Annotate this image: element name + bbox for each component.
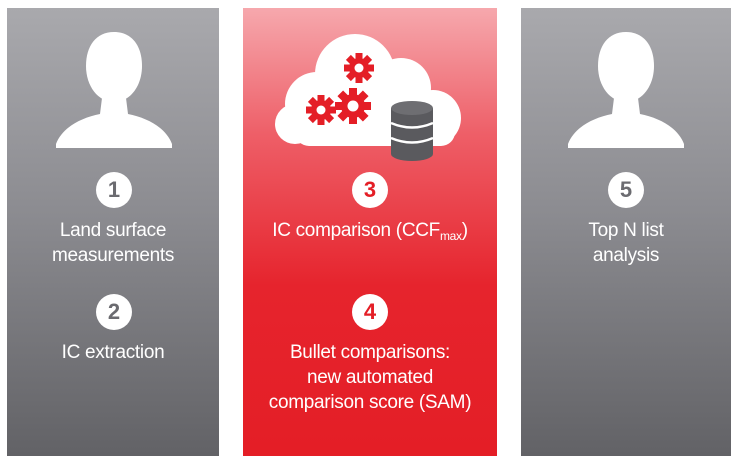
step-number-1: 1 (96, 172, 132, 208)
cloud-gears-database-icon (275, 34, 461, 161)
step-2-line-1: IC extraction (61, 342, 165, 363)
person-icon (56, 32, 172, 148)
step-4-line-1: Bullet comparisons: (289, 342, 451, 363)
step-number-4: 4 (352, 294, 388, 330)
step-3-subscript: max (439, 229, 462, 243)
step-label-1: Land surface measurements (7, 218, 219, 268)
step-5-line-2: analysis (592, 245, 660, 266)
step-label-3: IC comparison (CCFmax) (243, 218, 497, 249)
step-number-2: 2 (96, 294, 132, 330)
step-number-5: 5 (608, 172, 644, 208)
step-3-text: IC comparison (CCF (272, 220, 440, 241)
step-4-line-3: comparison score (SAM) (268, 392, 472, 413)
step-4-line-2: new automated (306, 367, 434, 388)
gear-icon (306, 53, 374, 125)
person-icon (568, 32, 684, 148)
step-3-text-after: ) (461, 220, 468, 241)
step-label-5: Top N list analysis (521, 218, 731, 268)
left-panel: 1 Land surface measurements 2 IC extract… (7, 8, 219, 456)
right-panel: 5 Top N list analysis (521, 8, 731, 456)
step-label-4: Bullet comparisons: new automated compar… (243, 340, 497, 415)
step-5-line-1: Top N list (588, 220, 664, 241)
step-1-line-2: measurements (51, 245, 175, 266)
step-3-line-1: IC comparison (CCFmax) (243, 218, 497, 249)
middle-panel: 3 IC comparison (CCFmax) 4 Bullet compar… (243, 8, 497, 456)
database-icon (390, 101, 434, 161)
step-1-line-1: Land surface (59, 220, 167, 241)
step-number-3: 3 (352, 172, 388, 208)
step-label-2: IC extraction (7, 340, 219, 365)
